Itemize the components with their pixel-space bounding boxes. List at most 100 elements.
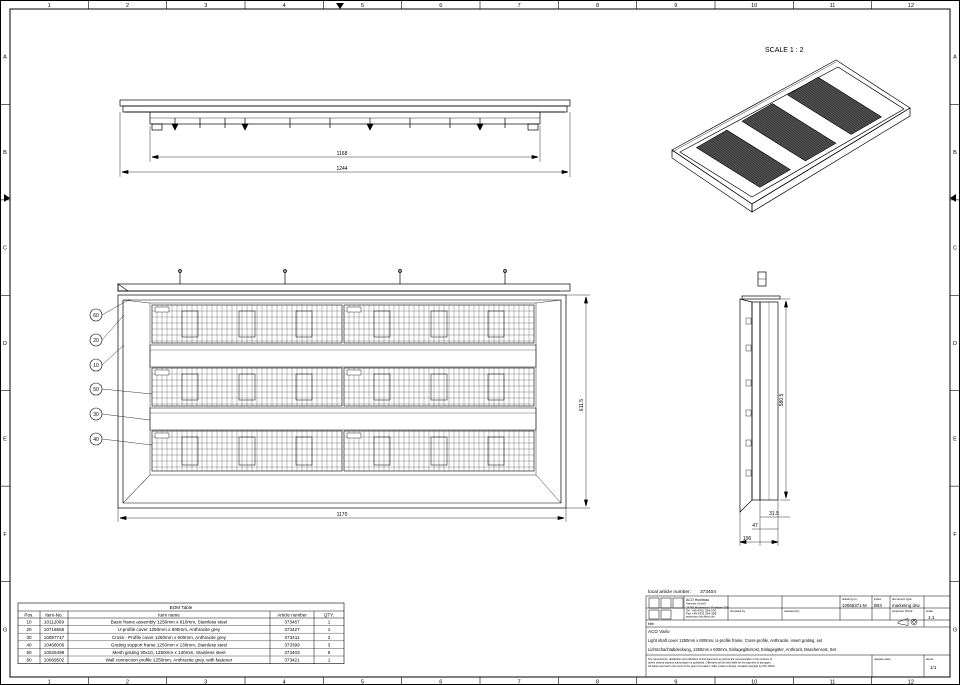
- iso-grating-bar: [760, 115, 792, 134]
- balloon-label: 30: [93, 412, 99, 418]
- zone-row-label: B: [3, 150, 7, 156]
- balloon: [89, 333, 103, 347]
- iso-grating-bar: [707, 137, 739, 156]
- title-label: title:: [648, 622, 655, 626]
- iso-grating-bar: [810, 91, 842, 110]
- iso-grating-bar: [803, 87, 835, 105]
- iso-grating-bar: [754, 111, 786, 130]
- bom-cell: 10025498: [44, 650, 65, 655]
- iso-grating-bar: [705, 135, 736, 154]
- iso-grating-bar: [752, 165, 784, 183]
- bom-cell: Cross - Profile cover 1250mm x 600mm, An…: [112, 635, 227, 640]
- iso-grating-bar: [848, 114, 879, 133]
- top-view-clip-head: [366, 123, 374, 131]
- iso-grating-bar: [743, 104, 775, 123]
- dim-front-height: 611.5: [579, 399, 585, 411]
- zone-column-label: 11: [830, 3, 836, 9]
- iso-grating-bar: [772, 122, 803, 141]
- bom-cell: 1: [328, 620, 331, 625]
- zone-column-label: 5: [361, 3, 364, 9]
- release-date-label: release date: [874, 657, 891, 661]
- iso-grating-bar: [840, 110, 872, 129]
- iso-grating-bar: [796, 82, 827, 101]
- iso-grating-bar: [814, 94, 846, 113]
- bom-cell: 20: [26, 627, 32, 632]
- balloon: [89, 432, 103, 446]
- iso-grating-bar: [755, 166, 787, 185]
- zone-column-label: 1: [48, 3, 51, 9]
- iso-grating-bar: [833, 105, 865, 124]
- top-view-clip-head: [241, 123, 249, 131]
- zone-column-label: 6: [439, 680, 442, 685]
- iso-grating-bar: [801, 86, 833, 105]
- iso-grating-bar: [843, 112, 875, 131]
- iso-grating-bar: [700, 132, 732, 151]
- company-line: 24782 Büdelsdorf, Postfach 320: [686, 606, 729, 610]
- bom-cell: Basic frame assembly 1250mm x 610mm, Sta…: [111, 620, 227, 625]
- balloon-leader: [101, 388, 153, 395]
- iso-grating-bar: [744, 105, 776, 124]
- bom-cell: 10069502: [44, 658, 65, 663]
- bom-cell: 10: [26, 620, 32, 625]
- iso-grating-bar: [751, 164, 782, 183]
- iso-grating-bar: [817, 96, 849, 114]
- iso-grating-bar: [733, 153, 765, 172]
- iso-grating-bar: [782, 128, 813, 147]
- zone-column-label: 9: [674, 3, 677, 9]
- bom-cell: 373427: [284, 627, 300, 632]
- scale-label: SCALE 1 : 2: [765, 47, 804, 54]
- iso-grating-bar: [775, 124, 806, 143]
- iso-grating-bar: [756, 167, 788, 186]
- iso-grating-bar: [759, 114, 790, 133]
- balloon-label: 60: [93, 313, 99, 319]
- zone-row-label: C: [3, 246, 7, 252]
- bom-cell: 10468006: [44, 642, 65, 647]
- iso-grating-bar: [819, 96, 850, 115]
- bom-cell: Mesh grating 30x10, 1250mm x 130mm, Stai…: [112, 650, 225, 655]
- iso-grating-bar: [769, 120, 800, 139]
- iso-grating-bar: [822, 98, 853, 117]
- iso-grating-bar: [750, 108, 782, 127]
- balloon: [89, 407, 103, 421]
- bom-cell: 373411: [285, 635, 300, 640]
- iso-grating-bar: [839, 109, 871, 128]
- iso-grating-bar: [804, 87, 836, 106]
- dim-side-mid: 47: [752, 523, 758, 529]
- bom-cell: 3: [328, 642, 331, 647]
- balloon-label: 50: [93, 387, 99, 393]
- dim-front-width: 1170: [337, 512, 348, 518]
- balloon-leader: [101, 314, 125, 341]
- bom-cell: 373403: [284, 650, 300, 655]
- front-view: [117, 269, 590, 522]
- balloon-leader: [101, 413, 151, 421]
- iso-grating-bar: [773, 123, 805, 142]
- bom-cell: 6: [328, 650, 331, 655]
- front-grating-panel: [151, 367, 343, 407]
- zone-column-label: 8: [596, 3, 599, 9]
- iso-grating-bar: [735, 154, 766, 173]
- iso-grating-bar: [777, 126, 809, 144]
- zone-column-label: 12: [908, 3, 914, 9]
- zone-column-label: 7: [518, 680, 521, 685]
- iso-grating-bar: [790, 78, 822, 97]
- bom-header-cell: Pos.: [24, 612, 33, 617]
- iso-grating-bar: [719, 144, 751, 163]
- iso-grating-bar: [788, 132, 819, 151]
- iso-grating-bar: [800, 85, 832, 104]
- bom-header-cell: Article number: [277, 612, 307, 617]
- top-view-clip-head: [476, 123, 484, 131]
- iso-grating-bar: [743, 159, 775, 178]
- dim-top-outer: 1244: [336, 166, 347, 172]
- zone-column-label: 8: [596, 680, 599, 685]
- iso-grating-bar: [741, 157, 772, 176]
- front-grating-panel: [343, 430, 535, 472]
- iso-grating-bar: [798, 138, 829, 157]
- iso-grating-bar: [796, 137, 828, 156]
- iso-grating-bar: [837, 108, 869, 127]
- bom-header-cell: Item-No.: [45, 612, 63, 617]
- iso-grating-bar: [806, 88, 837, 107]
- iso-grating-bar: [799, 139, 831, 158]
